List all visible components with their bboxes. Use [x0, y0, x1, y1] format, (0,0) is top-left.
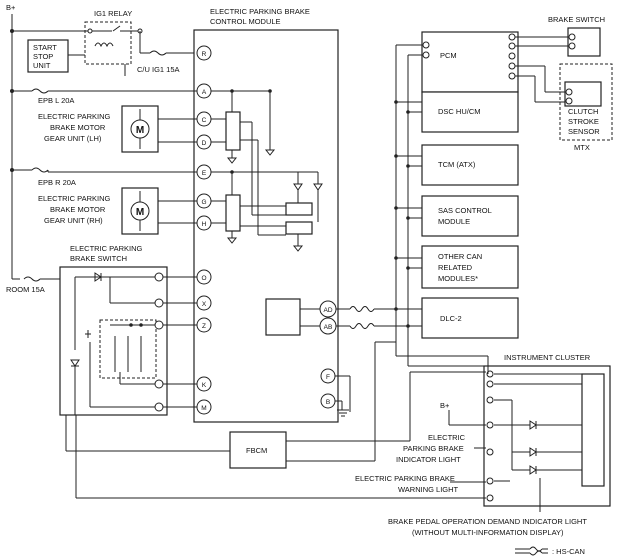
- bpod-line2: (WITHOUT MULTI-INFORMATION DISPLAY): [412, 528, 564, 537]
- module-fb-wires: [335, 375, 351, 417]
- warning-line1: ELECTRIC PARKING BRAKE: [355, 474, 455, 483]
- epb-switch-line2: BRAKE SWITCH: [70, 254, 127, 263]
- legend-hs-can-label: : HS-CAN: [552, 547, 585, 556]
- sas-line2: MODULE: [438, 217, 470, 226]
- motor-rh-line2: BRAKE MOTOR: [50, 205, 106, 214]
- motor-rh-line3: GEAR UNIT (RH): [44, 216, 103, 225]
- brake-switch: BRAKE SWITCH: [548, 15, 605, 57]
- pin-k: K: [202, 382, 207, 389]
- motor-rh-m: M: [136, 207, 144, 218]
- epb-switch: ELECTRIC PARKING BRAKE SWITCH ROOM 15A: [6, 244, 197, 416]
- start-stop-unit: START STOP UNIT: [27, 39, 85, 73]
- fuse-cu-ig1: C/U IG1 15A: [137, 65, 180, 74]
- other-can-line2: RELATED: [438, 263, 473, 272]
- clutch-line1: CLUTCH: [568, 107, 598, 116]
- dlc-label: DLC-2: [440, 314, 462, 323]
- motor-lh-line1: ELECTRIC PARKING: [38, 112, 111, 121]
- tcm: TCM (ATX): [421, 144, 519, 186]
- motor-rh: ELECTRIC PARKING BRAKE MOTOR GEAR UNIT (…: [38, 187, 197, 235]
- module-title-1: ELECTRIC PARKING BRAKE: [210, 7, 310, 16]
- ig1-relay-label: IG1 RELAY: [94, 9, 132, 18]
- clutch-line3: SENSOR: [568, 127, 600, 136]
- pin-f: F: [326, 374, 330, 381]
- bplus-label: B+: [6, 3, 16, 12]
- clutch-stroke-sensor: CLUTCH STROKE SENSOR MTX: [559, 63, 613, 152]
- cluster-title: INSTRUMENT CLUSTER: [504, 353, 591, 362]
- pin-z: Z: [202, 323, 206, 330]
- pin-b: B: [326, 399, 330, 406]
- motor-lh: ELECTRIC PARKING BRAKE MOTOR GEAR UNIT (…: [38, 105, 197, 153]
- tcm-label: TCM (ATX): [438, 160, 476, 169]
- instrument-cluster: INSTRUMENT CLUSTER B+: [410, 353, 611, 512]
- pin-ad: AD: [323, 307, 332, 314]
- dsc-label: DSC HU/CM: [438, 107, 481, 116]
- fuse-room: ROOM 15A: [6, 285, 45, 294]
- pin-h: H: [202, 221, 207, 228]
- dsc-hu-cm: DSC HU/CM: [421, 91, 519, 133]
- pin-d: D: [202, 140, 207, 147]
- indicator-line1: ELECTRIC: [428, 433, 466, 442]
- pin-e: E: [202, 170, 207, 177]
- pin-x: X: [202, 301, 207, 308]
- ssu-line3: UNIT: [33, 61, 51, 70]
- sas-line1: SAS CONTROL: [438, 206, 492, 215]
- pcm: PCM: [421, 31, 568, 103]
- clutch-line2: STROKE: [568, 117, 599, 126]
- bpod-line1: BRAKE PEDAL OPERATION DEMAND INDICATOR L…: [388, 517, 587, 526]
- module-title-2: CONTROL MODULE: [210, 17, 281, 26]
- can-bus: [336, 44, 488, 461]
- ig1-relay: IG1 RELAY: [84, 9, 143, 65]
- warning-line2: WARNING LIGHT: [398, 485, 459, 494]
- dlc-2: DLC-2: [421, 297, 519, 339]
- epb-fuse-circuits: EPB L 20A EPB R 20A: [12, 88, 197, 187]
- pin-m: M: [201, 405, 206, 412]
- fbcm-label: FBCM: [246, 446, 267, 455]
- other-can-modules: OTHER CAN RELATED MODULES*: [421, 245, 519, 289]
- motor-lh-m: M: [136, 125, 144, 136]
- fuse-epb-l: EPB L 20A: [38, 96, 74, 105]
- ssu-line1: START: [33, 43, 57, 52]
- sas-control-module: SAS CONTROL MODULE: [421, 195, 519, 237]
- motor-lh-line2: BRAKE MOTOR: [50, 123, 106, 132]
- module-pins: R A C D E G H O X Z K M AD AB F B: [196, 45, 337, 415]
- clutch-mtx: MTX: [574, 143, 590, 152]
- battery-supply: B+: [6, 3, 90, 279]
- epb-switch-line1: ELECTRIC PARKING: [70, 244, 143, 253]
- pin-o: O: [201, 275, 206, 282]
- indicator-line2: PARKING BRAKE: [403, 444, 464, 453]
- brake-switch-label: BRAKE SWITCH: [548, 15, 605, 24]
- motor-rh-line1: ELECTRIC PARKING: [38, 194, 111, 203]
- legend-hs-can: : HS-CAN: [515, 546, 585, 556]
- fuse-epb-r: EPB R 20A: [38, 178, 76, 187]
- fbcm: FBCM: [65, 415, 410, 469]
- pcm-label: PCM: [440, 51, 457, 60]
- motor-lh-line3: GEAR UNIT (LH): [44, 134, 102, 143]
- cu-ig1-circuit: C/U IG1 15A: [124, 31, 195, 76]
- module-internal: [211, 89, 323, 336]
- indicator-line3: INDICATOR LIGHT: [396, 455, 461, 464]
- other-can-line3: MODULES*: [438, 274, 478, 283]
- ssu-line2: STOP: [33, 52, 53, 61]
- pin-a: A: [202, 89, 207, 96]
- pin-g: G: [201, 199, 206, 206]
- bplus-cluster: B+: [440, 401, 450, 410]
- pin-ab: AB: [324, 324, 333, 331]
- pin-c: C: [202, 117, 207, 124]
- pin-r: R: [202, 51, 207, 58]
- other-can-line1: OTHER CAN: [438, 252, 482, 261]
- cluster-labels: ELECTRIC PARKING BRAKE INDICATOR LIGHT E…: [75, 415, 587, 537]
